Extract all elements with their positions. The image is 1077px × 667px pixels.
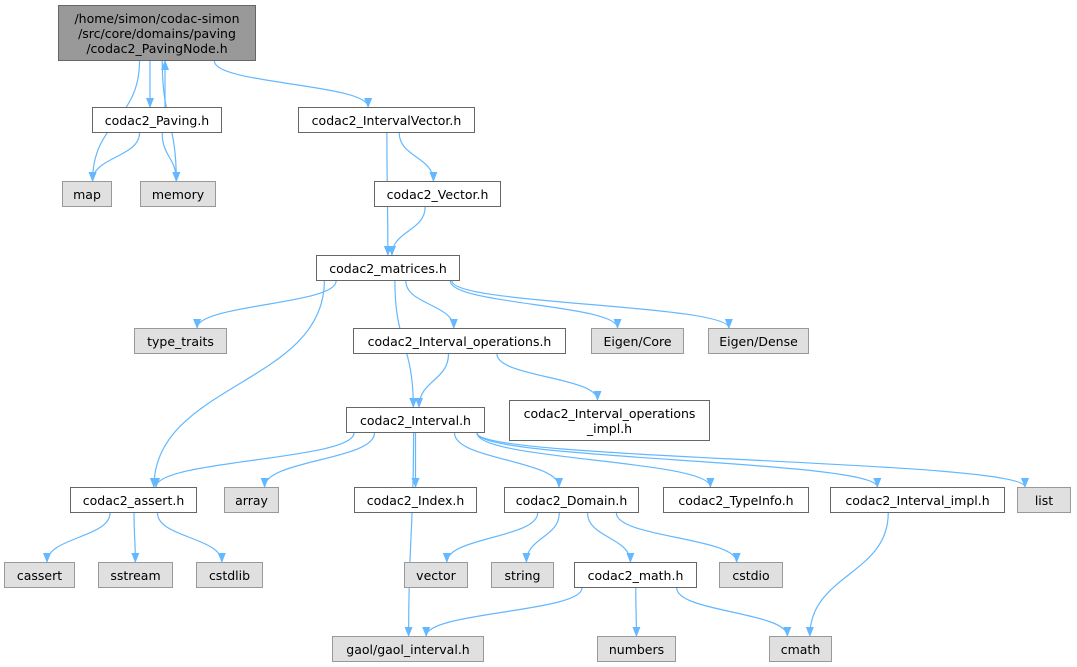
edge-interval-to-assert <box>152 432 355 488</box>
node-iopsimpl[interactable]: codac2_Interval_operations _impl.h <box>509 400 710 441</box>
node-array[interactable]: array <box>224 487 279 513</box>
node-root[interactable]: /home/simon/codac-simon /src/core/domain… <box>58 5 256 61</box>
edge-ivec-to-vector_h <box>398 132 438 182</box>
node-list[interactable]: list <box>1017 487 1071 513</box>
edge-intimpl-to-cmath <box>805 512 889 637</box>
node-interval[interactable]: codac2_Interval.h <box>346 407 485 433</box>
node-paving[interactable]: codac2_Paving.h <box>92 107 222 133</box>
edge-domain-to-math <box>586 512 635 563</box>
edge-domain-to-vector <box>442 512 539 563</box>
node-eigencore[interactable]: Eigen/Core <box>591 328 684 354</box>
edge-interval-to-array <box>260 432 376 488</box>
edge-domain-to-string <box>522 512 560 563</box>
edge-vector_h-to-matrices <box>387 206 426 256</box>
edge-interval-to-domain <box>453 432 563 488</box>
node-numbers[interactable]: numbers <box>597 636 676 662</box>
edge-matrices-to-assert <box>149 280 325 488</box>
edge-iops-to-iopsimpl <box>496 353 602 401</box>
edge-paving-to-map <box>88 132 141 182</box>
edge-math-to-cmath <box>676 587 792 637</box>
node-map[interactable]: map <box>62 181 112 207</box>
node-typeinfo[interactable]: codac2_TypeInfo.h <box>663 487 809 513</box>
node-vector[interactable]: vector <box>404 562 468 588</box>
node-vector-h[interactable]: codac2_Vector.h <box>374 181 501 207</box>
node-matrices[interactable]: codac2_matrices.h <box>316 255 460 281</box>
node-cmath[interactable]: cmath <box>769 636 832 662</box>
node-memory[interactable]: memory <box>140 181 216 207</box>
edge-matrices-to-type_traits <box>193 280 337 329</box>
edge-interval-to-typeinfo <box>476 432 715 488</box>
edge-assert-to-cstdlib <box>156 512 226 563</box>
node-index[interactable]: codac2_Index.h <box>354 487 477 513</box>
node-cstdio[interactable]: cstdio <box>719 562 783 588</box>
node-cassert[interactable]: cassert <box>4 562 75 588</box>
edge-paving-to-memory <box>161 132 181 182</box>
edge-matrices-to-eigendense <box>451 280 733 329</box>
edge-matrices-to-eigencore <box>449 280 622 329</box>
node-gaol[interactable]: gaol/gaol_interval.h <box>332 636 484 662</box>
node-ivec[interactable]: codac2_IntervalVector.h <box>298 107 475 133</box>
node-iops[interactable]: codac2_Interval_operations.h <box>353 328 566 354</box>
node-assert[interactable]: codac2_assert.h <box>70 487 197 513</box>
edge-iops-to-interval <box>415 353 450 408</box>
edge-domain-to-cstdio <box>615 512 741 563</box>
node-sstream[interactable]: sstream <box>98 562 173 588</box>
edge-assert-to-cassert <box>43 512 111 563</box>
edge-interval-to-list <box>476 432 1029 488</box>
edge-assert-to-sstream <box>131 512 140 563</box>
node-eigendense[interactable]: Eigen/Dense <box>708 328 809 354</box>
node-math[interactable]: codac2_math.h <box>574 562 697 588</box>
node-cstdlib[interactable]: cstdlib <box>196 562 263 588</box>
node-intimpl[interactable]: codac2_Interval_impl.h <box>830 487 1005 513</box>
edge-math-to-numbers <box>632 587 641 637</box>
node-domain[interactable]: codac2_Domain.h <box>504 487 639 513</box>
edge-interval-to-intimpl <box>476 432 882 488</box>
edge-root-to-ivec <box>213 60 373 108</box>
node-string[interactable]: string <box>491 562 554 588</box>
edge-matrices-to-iops <box>405 280 458 329</box>
node-type-traits[interactable]: type_traits <box>134 328 227 354</box>
edge-interval-to-gaol <box>404 432 415 637</box>
edge-math-to-gaol <box>422 587 583 637</box>
